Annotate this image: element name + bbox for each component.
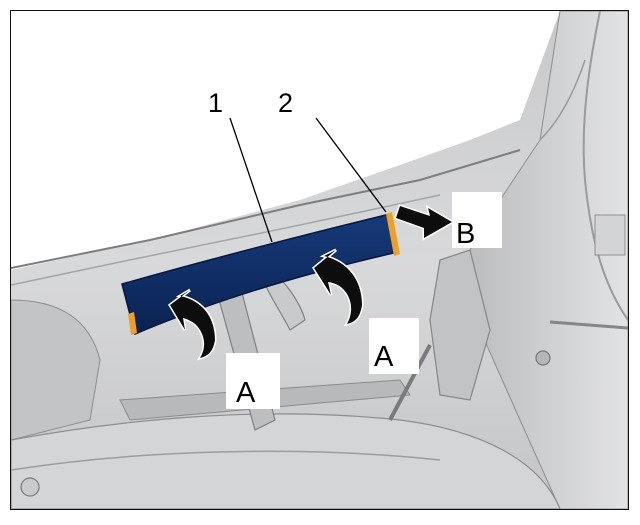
label-box-b: B — [452, 192, 502, 250]
arrow-right-a — [312, 248, 364, 327]
clip-marker — [386, 212, 400, 256]
callout-1: 1 — [208, 88, 223, 118]
engine-bay-background — [11, 11, 628, 509]
left-clip-marker — [128, 312, 137, 335]
label-b: B — [456, 218, 475, 250]
arrow-left-a — [168, 288, 217, 361]
label-box-a-right: A — [369, 318, 419, 374]
leader-line-1 — [229, 117, 273, 243]
callout-2: 2 — [278, 88, 293, 118]
label-box-a-left: A — [226, 353, 280, 409]
label-a-right: A — [374, 341, 394, 373]
arrow-b — [394, 204, 455, 241]
leader-line-2 — [315, 117, 387, 213]
label-a-left: A — [236, 377, 256, 409]
